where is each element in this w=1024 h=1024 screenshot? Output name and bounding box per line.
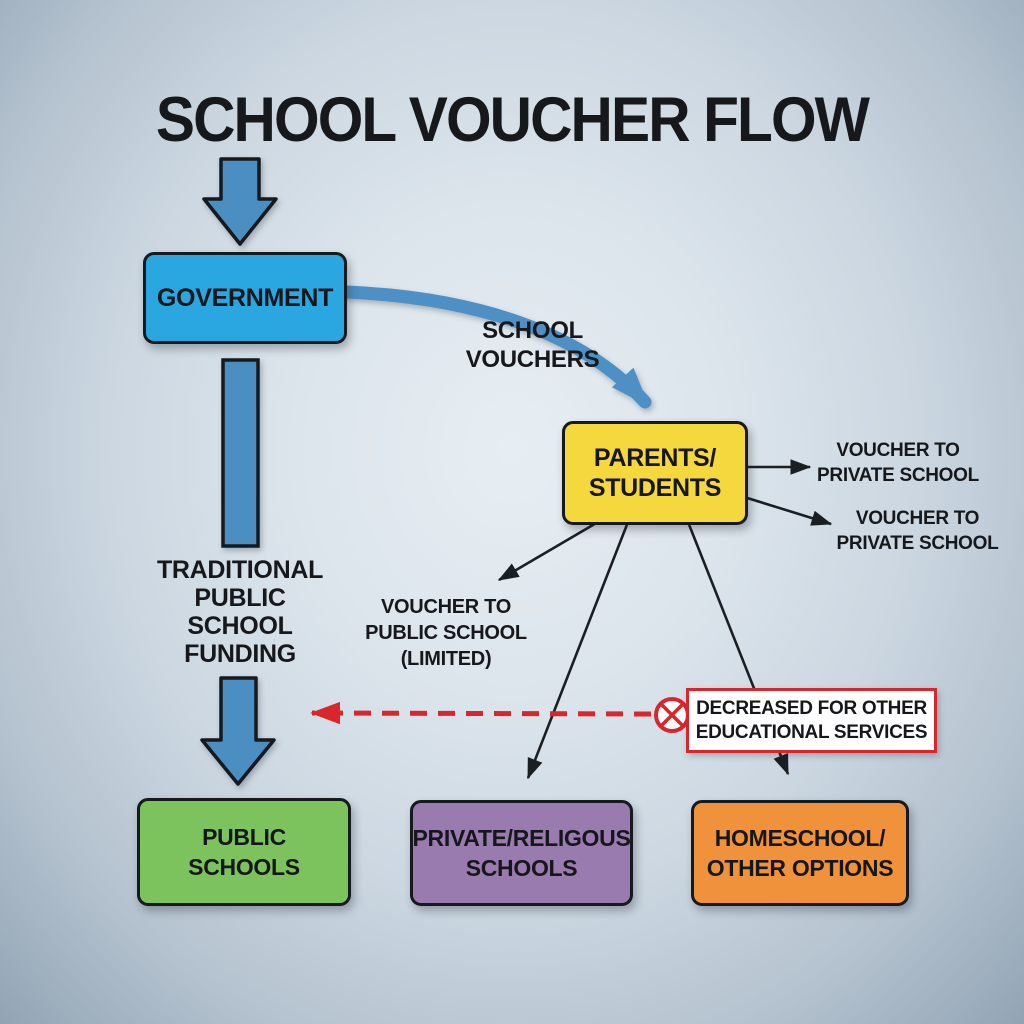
down-block-arrow-bottom	[200, 676, 276, 786]
decrease-dashed-arrow	[310, 701, 652, 725]
label-voucher-private-bottom: VOUCHER TO PRIVATE SCHOOL	[836, 508, 999, 554]
label-school-vouchers: SCHOOL VOUCHERS	[465, 317, 600, 373]
label-voucher-private-top: VOUCHER TO PRIVATE SCHOOL	[817, 440, 979, 486]
label-traditional-funding: TRADITIONAL PUBLIC SCHOOL FUNDING	[156, 556, 324, 668]
arrow-to-private-schools	[526, 521, 630, 780]
funding-bar	[221, 358, 260, 548]
decreased-services-callout: DECREASED FOR OTHER EDUCATIONAL SERVICES	[686, 688, 937, 753]
node-government: GOVERNMENT	[143, 252, 347, 344]
label-voucher-public-limited: VOUCHER TO PUBLIC SCHOOL (LIMITED)	[365, 596, 527, 670]
curved-vouchers-arrow	[340, 285, 652, 409]
node-homeschool-other-options: HOMESCHOOL/ OTHER OPTIONS	[691, 800, 909, 906]
node-parents-students: PARENTS/ STUDENTS	[562, 421, 748, 525]
no-symbol-icon	[654, 697, 690, 733]
node-private-religious-schools: PRIVATE/RELIGOUS SCHOOLS	[410, 800, 633, 906]
arrow-to-public-voucher	[497, 520, 599, 582]
down-block-arrow-top	[202, 157, 278, 246]
arrow-to-private-voucher-bottom	[743, 495, 833, 526]
page-title: SCHOOL VOUCHER FLOW	[155, 85, 870, 155]
node-public-schools: PUBLIC SCHOOLS	[137, 798, 351, 906]
